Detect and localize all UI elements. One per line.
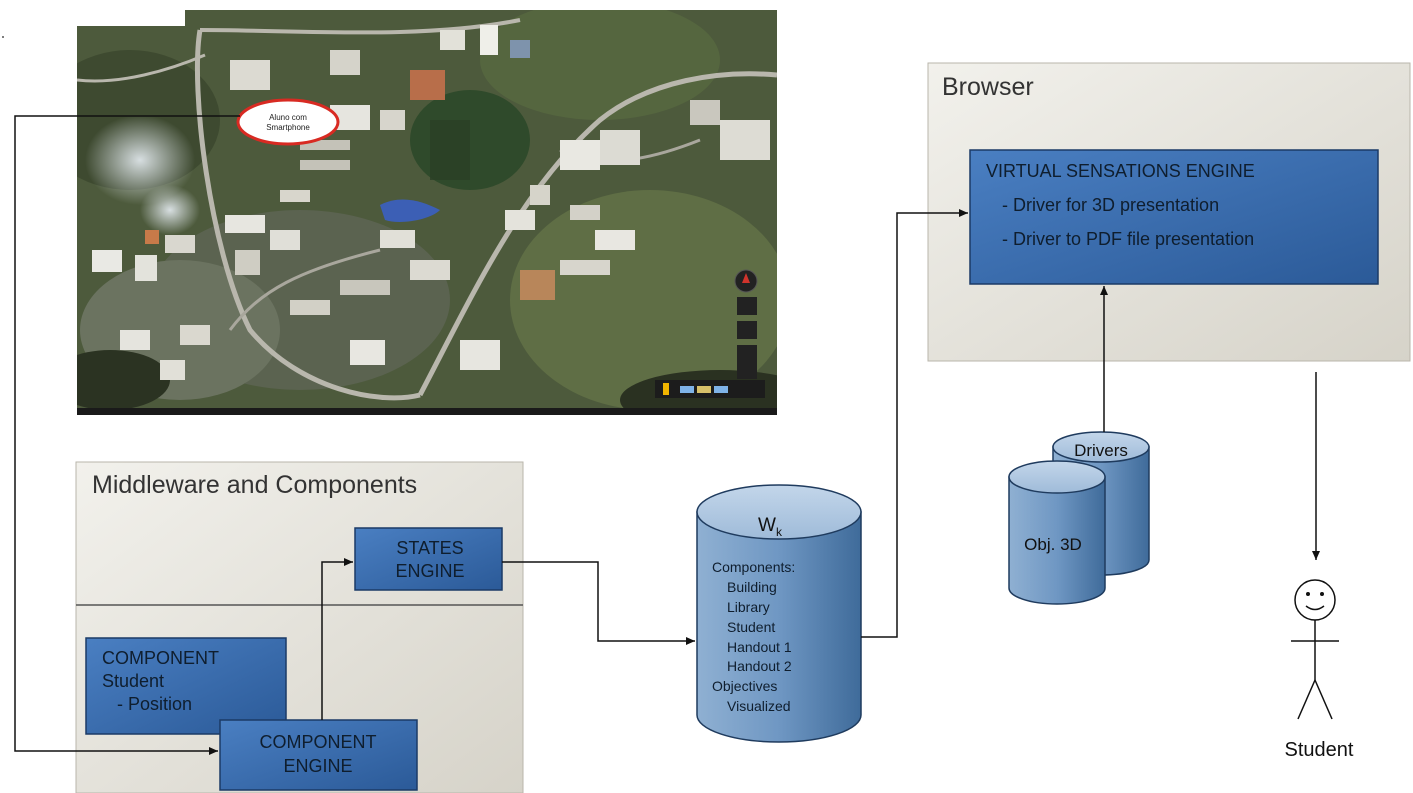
arrow-wk-to-vse (861, 209, 968, 638)
obj3d-database: Obj. 3D (1008, 460, 1106, 605)
connectors (14, 115, 1320, 755)
student-head-icon (1294, 579, 1336, 621)
pegman-icon[interactable] (663, 383, 669, 395)
wk-line-building: Building (727, 579, 777, 595)
component-engine-line2: ENGINE (283, 756, 352, 776)
component-student-line3: - Position (117, 694, 192, 714)
component-student-line2: Student (102, 671, 164, 691)
component-student-line1: COMPONENT (102, 648, 219, 668)
component-engine-box: COMPONENT ENGINE (219, 719, 418, 791)
marker-label-line2: Smartphone (266, 123, 310, 132)
satellite-map: Aluno com Smartphone (77, 10, 777, 415)
wk-title: Wk (758, 515, 783, 539)
states-engine-line2: ENGINE (395, 561, 464, 581)
arrow-map-to-component-engine (14, 115, 240, 755)
states-engine-line1: STATES (396, 538, 463, 558)
zoom-out-icon[interactable] (737, 321, 757, 339)
wk-line-objectives: Objectives (712, 678, 777, 694)
tilt-icon[interactable] (737, 363, 757, 379)
zoom-in-icon[interactable] (737, 297, 757, 315)
vse-title: VIRTUAL SENSATIONS ENGINE (986, 161, 1255, 181)
arrow-states-to-wk (502, 561, 695, 645)
student-label: Student (1285, 739, 1354, 761)
component-student-box: COMPONENT Student - Position (85, 637, 287, 735)
drivers-label: Drivers (1074, 441, 1128, 460)
wk-database: Wk Components: Building Library Student … (696, 484, 862, 743)
marker-label-line1: Aluno com (269, 113, 307, 122)
wk-line-components: Components: (712, 559, 795, 575)
middleware-title: Middleware and Components (92, 471, 417, 499)
states-engine-box: STATES ENGINE (354, 527, 503, 591)
vse-item-3d: - Driver for 3D presentation (1002, 195, 1219, 215)
arrow-component-to-states (321, 558, 353, 720)
wk-line-visualized: Visualized (727, 698, 791, 714)
wk-line-student: Student (727, 619, 775, 635)
obj3d-label: Obj. 3D (1024, 535, 1082, 554)
vse-item-pdf: - Driver to PDF file presentation (1002, 229, 1254, 249)
wk-line-handout1: Handout 1 (727, 639, 792, 655)
student-actor (1291, 579, 1339, 720)
map-attribution-bar (77, 408, 777, 415)
browser-title: Browser (942, 73, 1034, 101)
component-engine-line1: COMPONENT (260, 732, 377, 752)
rotate-icon[interactable] (737, 345, 757, 363)
wk-line-library: Library (727, 599, 770, 615)
virtual-sensations-engine-box: VIRTUAL SENSATIONS ENGINE - Driver for 3… (969, 149, 1379, 285)
user-location-marker (236, 98, 340, 146)
wk-line-handout2: Handout 2 (727, 658, 792, 674)
